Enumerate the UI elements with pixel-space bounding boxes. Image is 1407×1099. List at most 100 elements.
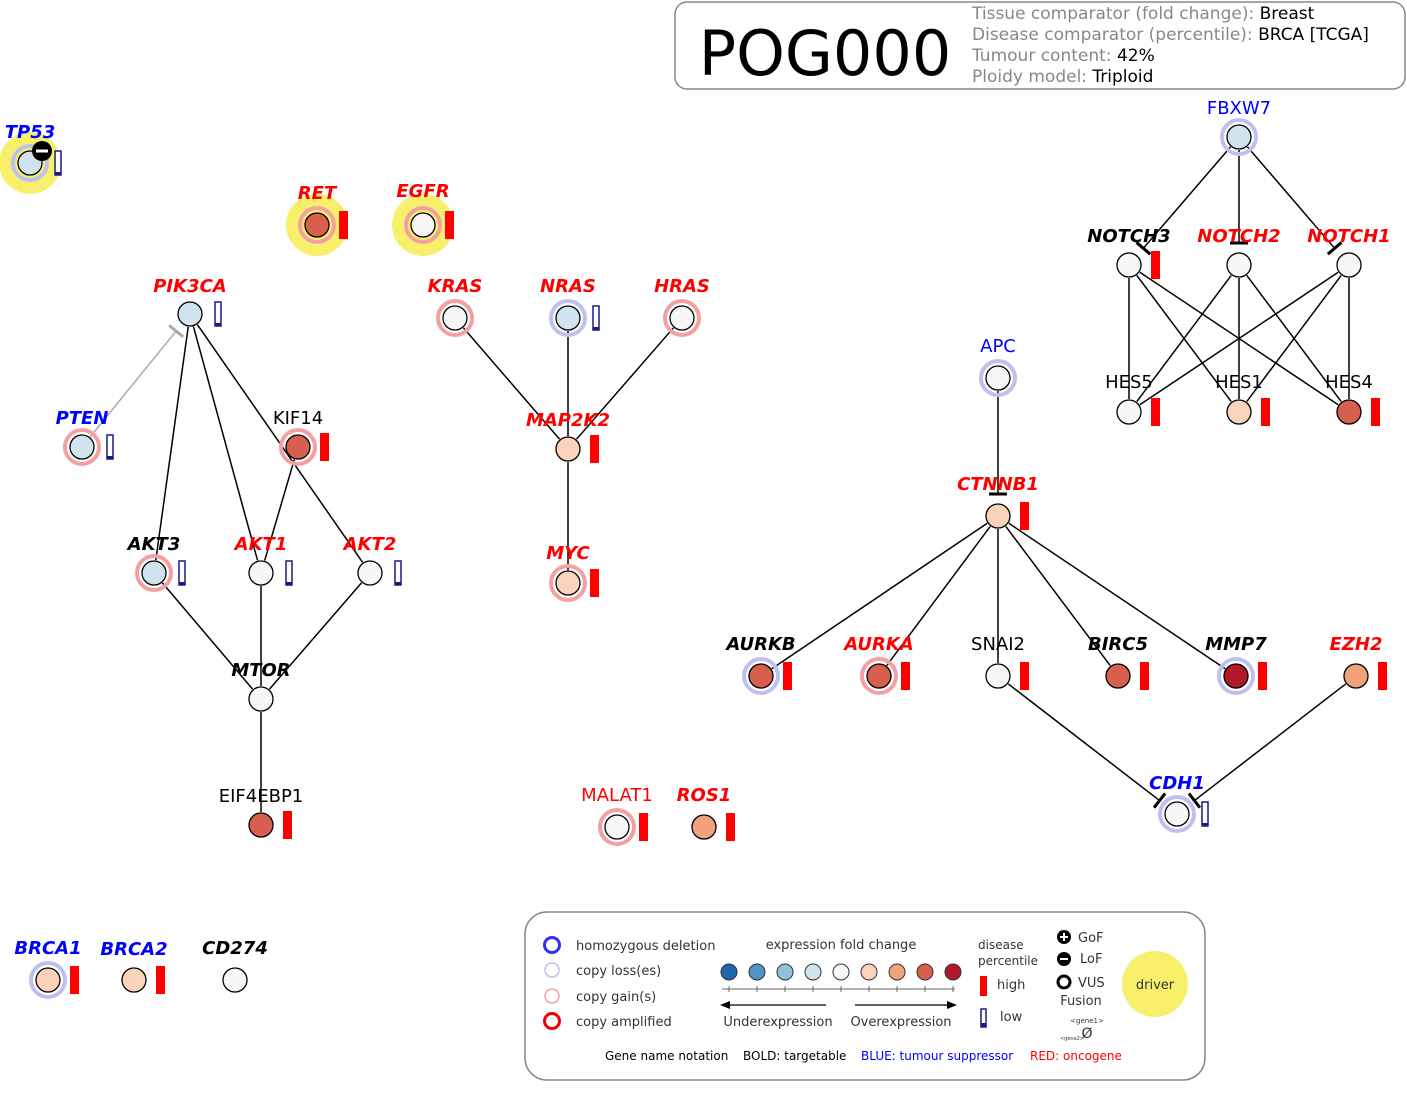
percentile-low-bar (54, 150, 62, 176)
expression-circle (1116, 399, 1142, 425)
legend-red-label: RED: oncogene (1030, 1049, 1122, 1063)
percentile-high-bar (339, 211, 348, 239)
gene-node-notch3[interactable]: NOTCH3 (1087, 226, 1171, 279)
gene-node-akt2[interactable]: AKT2 (342, 534, 402, 586)
gene-node-akt3[interactable]: AKT3 (126, 534, 186, 592)
percentile-low-bar (394, 560, 402, 586)
expression-circle (248, 812, 274, 838)
gene-node-snai2[interactable]: SNAI2 (971, 634, 1029, 690)
expression-circle (1336, 399, 1362, 425)
gene-node-ros1[interactable]: ROS1 (677, 785, 735, 841)
gene-node-aurka[interactable]: AURKA (842, 634, 914, 695)
gene-node-aurkb[interactable]: AURKB (724, 634, 796, 695)
percentile-low-bar-fill (215, 323, 221, 326)
expression-circle (285, 434, 311, 460)
percentile-high-bar (1258, 662, 1267, 690)
gene-node-cd274[interactable]: CD274 (202, 938, 268, 993)
copy-number-ring (1217, 657, 1255, 695)
gene-node-eif4ebp1[interactable]: EIF4EBP1 (219, 786, 304, 839)
header-border (674, 1, 1406, 90)
gene-node-egfr[interactable]: EGFR (392, 181, 454, 256)
gene-node-mtor[interactable]: MTOR (231, 660, 291, 712)
edge-ctnnb1-mmp7 (1008, 522, 1226, 670)
gene-label-brca2: BRCA2 (100, 939, 167, 960)
copy-number-ring (549, 564, 587, 602)
edge-fbxw7-notch3 (1135, 146, 1232, 256)
edge-akt3-mtor (161, 582, 254, 690)
gene-label-fbxw7: FBXW7 (1207, 98, 1271, 119)
gene-node-pik3ca[interactable]: PIK3CA (153, 276, 227, 327)
gene-node-ezh2[interactable]: EZH2 (1330, 634, 1387, 690)
gene-label-ros1: ROS1 (677, 785, 732, 806)
expression-circle (1116, 252, 1142, 278)
legend-loss-ring (544, 962, 560, 978)
gene-node-myc[interactable]: MYC (546, 543, 599, 602)
edge-fbxw7-notch2 (1230, 150, 1248, 245)
gene-node-pten[interactable]: PTEN (56, 408, 114, 466)
legend-notation-label: Gene name notation (605, 1049, 728, 1063)
expression-circle (248, 686, 274, 712)
gene-node-notch1[interactable]: NOTCH1 (1307, 226, 1391, 278)
gene-node-ctnnb1[interactable]: CTNNB1 (957, 474, 1039, 530)
legend-fusion-gene1: <gene1> (1070, 1017, 1104, 1025)
percentile-low-bar-fill (1202, 823, 1208, 826)
gene-label-notch2: NOTCH2 (1197, 226, 1280, 247)
gene-node-brca2[interactable]: BRCA2 (100, 939, 168, 994)
legend-deletion-ring (543, 936, 561, 954)
gene-node-notch2[interactable]: NOTCH2 (1197, 226, 1281, 278)
percentile-high-bar (70, 966, 79, 994)
gene-node-brca1[interactable]: BRCA1 (14, 938, 82, 999)
gene-node-map2k2[interactable]: MAP2K2 (526, 410, 610, 463)
gene-node-hras[interactable]: HRAS (654, 276, 710, 337)
percentile-low-bar-fill (593, 327, 599, 330)
gene-label-map2k2: MAP2K2 (526, 410, 610, 431)
edge-ctnnb1-aurka (886, 525, 991, 667)
legend-expression-swatch-0 (720, 963, 738, 981)
gene-node-hes4[interactable]: HES4 (1325, 372, 1380, 426)
gene-node-hes5[interactable]: HES5 (1105, 372, 1160, 426)
gene-node-birc5[interactable]: BIRC5 (1088, 634, 1149, 690)
gene-label-hras: HRAS (654, 276, 710, 297)
gene-label-kras: KRAS (428, 276, 483, 297)
edge-kif14-akt1 (263, 459, 296, 561)
gene-node-cdh1[interactable]: CDH1 (1149, 773, 1209, 833)
legend-loss-label: copy loss(es) (576, 964, 661, 979)
gene-node-mmp7[interactable]: MMP7 (1205, 634, 1267, 695)
percentile-high-bar (156, 966, 165, 994)
gene-node-apc[interactable]: APC (979, 336, 1017, 397)
legend-fusion-symbol: Ø (1081, 1026, 1092, 1042)
expression-circle (1336, 252, 1362, 278)
gene-label-hes5: HES5 (1105, 372, 1153, 393)
expression-circle (555, 305, 581, 331)
percentile-high-bar (639, 813, 648, 841)
gene-node-tp53[interactable]: TP53 (0, 122, 62, 194)
gene-label-cd274: CD274 (202, 938, 268, 959)
gene-node-kif14[interactable]: KIF14 (273, 408, 329, 466)
legend-lof-label: LoF (1080, 952, 1102, 967)
legend-border (524, 911, 1206, 1081)
expression-circle (1343, 663, 1369, 689)
edge-ctnnb1-aurkb (771, 522, 988, 670)
gene-node-ret[interactable]: RET (286, 183, 348, 256)
legend-fusion-label: Fusion (1060, 994, 1102, 1009)
legend-overexpression-label: Overexpression (850, 1015, 951, 1030)
header-box: POG000 Tissue comparator (fold change): … (674, 1, 1406, 90)
percentile-low-bar (285, 560, 293, 586)
legend-expression-swatch-1 (748, 963, 766, 981)
gene-node-hes1[interactable]: HES1 (1215, 372, 1270, 426)
legend-underexpression-label: Underexpression (723, 1015, 832, 1030)
legend-vus-label: VUS (1078, 976, 1105, 991)
expression-circle (1226, 124, 1252, 150)
gene-node-malat1[interactable]: MALAT1 (581, 785, 653, 846)
gene-node-akt1[interactable]: AKT1 (233, 534, 293, 586)
expression-circle (121, 967, 147, 993)
expression-circle (177, 301, 203, 327)
copy-number-ring (11, 144, 49, 182)
gene-node-fbxw7[interactable]: FBXW7 (1207, 98, 1271, 156)
legend-gain-ring (544, 988, 560, 1004)
gene-node-kras[interactable]: KRAS (428, 276, 483, 337)
gene-label-pten: PTEN (56, 408, 109, 429)
legend-disease-title-1: disease (978, 938, 1024, 952)
gene-node-nras[interactable]: NRAS (540, 276, 600, 337)
